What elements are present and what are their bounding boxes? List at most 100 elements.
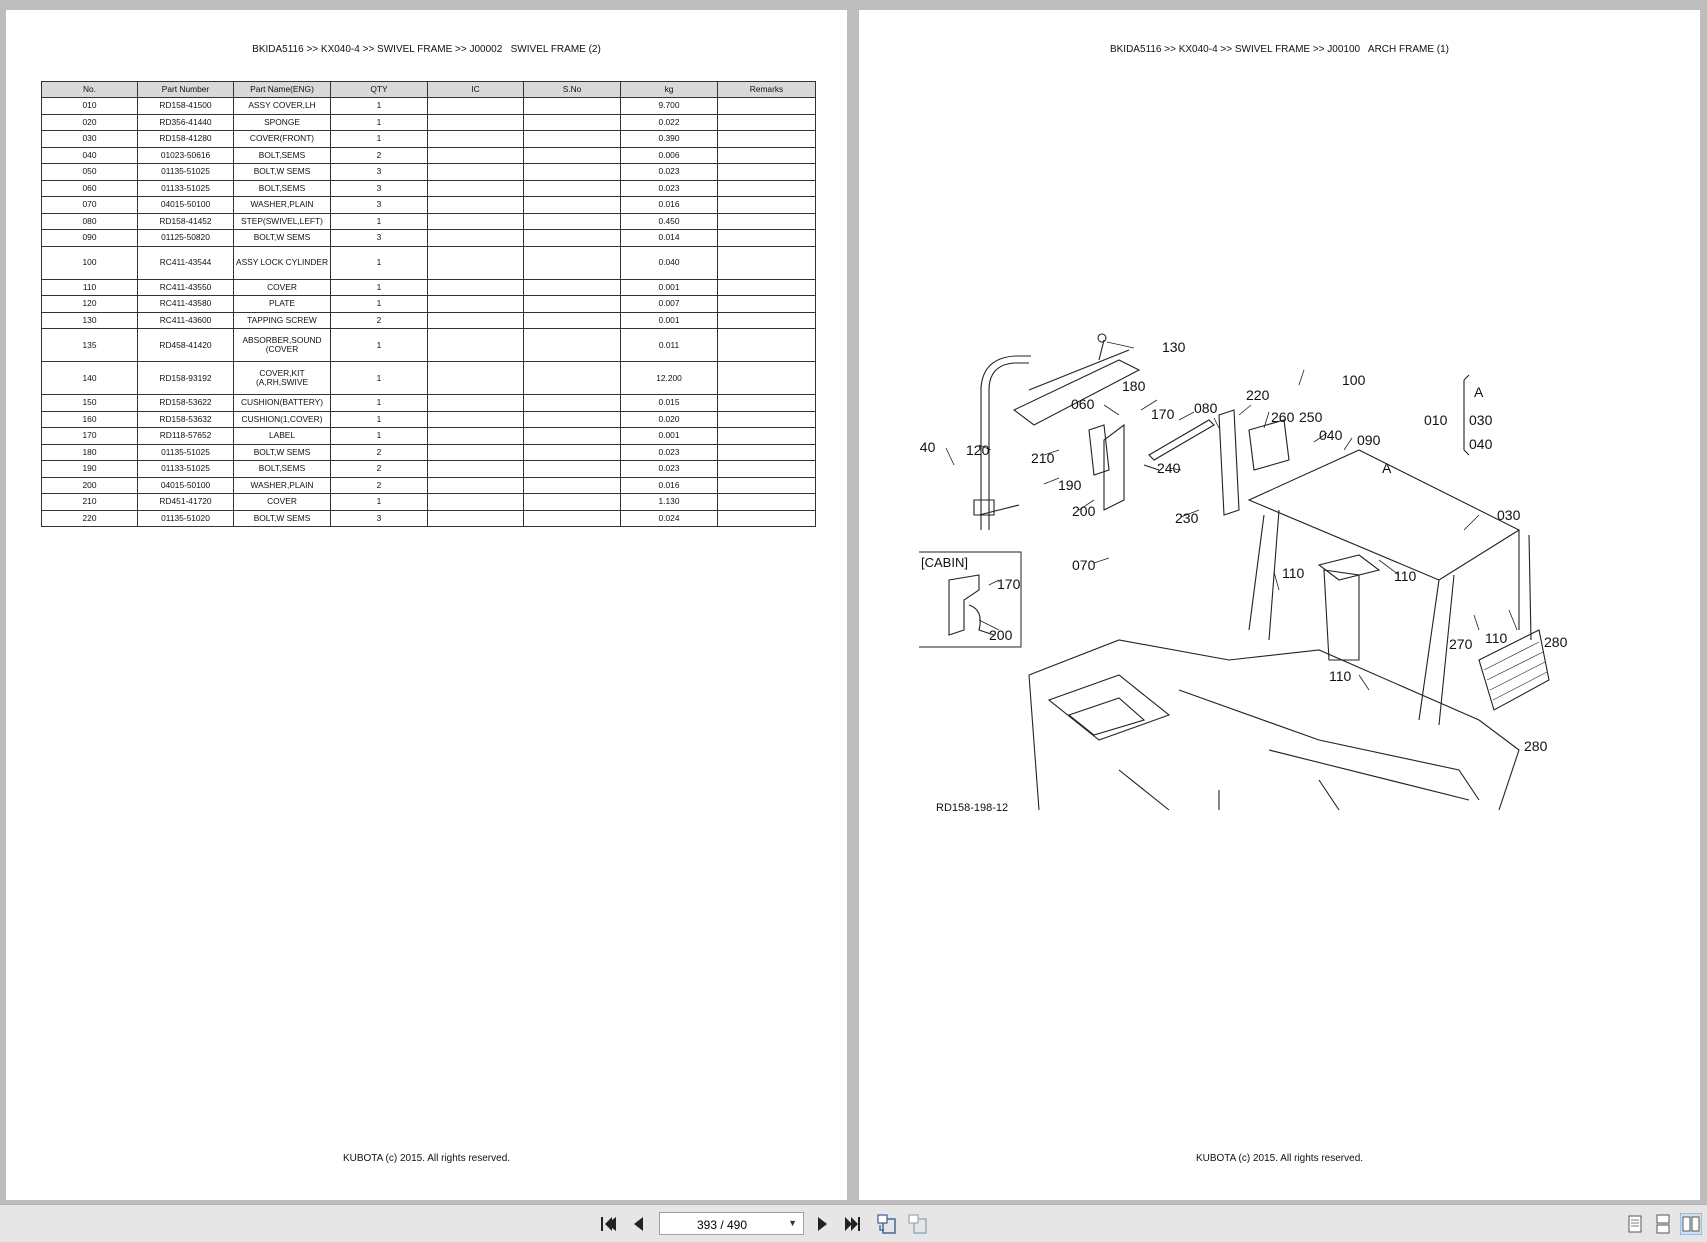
table-cell: 1 <box>330 245 428 280</box>
table-cell: 1 <box>330 97 428 115</box>
table-cell: 1 <box>330 394 428 412</box>
table-cell <box>427 443 524 461</box>
table-cell <box>523 212 621 230</box>
first-page-icon[interactable] <box>598 1213 620 1235</box>
table-cell: 1 <box>330 493 428 511</box>
single-page-view-icon[interactable] <box>1624 1213 1646 1235</box>
callout-200: 200 <box>1072 503 1096 519</box>
callout-280-a: 280 <box>1544 634 1568 650</box>
table-cell: 135 <box>41 328 138 362</box>
table-cell: 01125-50820 <box>137 229 234 247</box>
legend-a: A <box>1474 384 1484 400</box>
table-cell: 01135-51020 <box>137 509 234 527</box>
last-page-icon[interactable] <box>841 1213 863 1235</box>
table-cell: 1 <box>330 130 428 148</box>
table-cell <box>427 361 524 395</box>
next-page-icon[interactable] <box>811 1213 833 1235</box>
table-cell: BOLT,W SEMS <box>233 509 331 527</box>
callout-070: 070 <box>1072 557 1096 573</box>
table-cell <box>427 97 524 115</box>
table-cell: 010 <box>41 97 138 115</box>
table-cell <box>523 97 621 115</box>
callout-110-d: 110 <box>1329 668 1352 684</box>
table-cell: 130 <box>41 311 138 329</box>
table-cell: 0.016 <box>620 196 718 214</box>
callout-030: 030 <box>1497 507 1521 523</box>
table-cell: BOLT,SEMS <box>233 179 331 197</box>
table-cell <box>523 278 621 296</box>
table-cell: 0.001 <box>620 427 718 445</box>
table-cell <box>523 163 621 181</box>
table-cell: CUSHION(1,COVER) <box>233 410 331 428</box>
callout-230: 230 <box>1175 510 1199 526</box>
continuous-view-icon[interactable] <box>1652 1213 1674 1235</box>
table-cell: 2 <box>330 443 428 461</box>
column-header: QTY <box>330 81 428 98</box>
table-cell: 2 <box>330 146 428 164</box>
previous-page-icon[interactable] <box>628 1213 650 1235</box>
chevron-down-icon[interactable]: ▼ <box>788 1218 797 1228</box>
table-cell <box>523 493 621 511</box>
table-cell <box>427 295 524 313</box>
table-cell: 0.001 <box>620 278 718 296</box>
callout-110-a: 110 <box>1282 565 1305 581</box>
callout-090: 090 <box>1357 432 1381 448</box>
table-cell: RD451-41720 <box>137 493 234 511</box>
table-cell <box>427 328 524 362</box>
table-cell: 0.006 <box>620 146 718 164</box>
table-cell: BOLT,SEMS <box>233 146 331 164</box>
exploded-parts-diagram: 130 180 060 170 080 220 260 250 100 040 … <box>919 333 1568 814</box>
callout-250: 250 <box>1299 409 1323 425</box>
table-cell: COVER <box>233 493 331 511</box>
column-header: IC <box>427 81 524 98</box>
callout-080: 080 <box>1194 400 1218 416</box>
column-header: kg <box>620 81 718 98</box>
callout-240: 240 <box>1157 460 1181 476</box>
table-cell: 1 <box>330 410 428 428</box>
drawing-number: RD158-198-12 <box>936 802 1008 814</box>
table-cell: 0.011 <box>620 328 718 362</box>
table-cell: COVER <box>233 278 331 296</box>
fit-page-icon[interactable] <box>907 1213 929 1235</box>
table-cell <box>717 493 816 511</box>
two-page-view-icon[interactable] <box>1680 1213 1702 1235</box>
page-number-box[interactable]: ▼ <box>659 1212 804 1236</box>
callout-260: 260 <box>1271 409 1295 425</box>
page-footer-left: KUBOTA (c) 2015. All rights reserved. <box>342 1153 511 1164</box>
table-cell: 0.024 <box>620 509 718 527</box>
rotate-icon[interactable] <box>876 1213 898 1235</box>
table-cell <box>523 460 621 478</box>
table-cell: 090 <box>41 229 138 247</box>
table-cell: 0.450 <box>620 212 718 230</box>
pdf-page-left: BKIDA5116 >> KX040-4 >> SWIVEL FRAME >> … <box>6 10 847 1200</box>
table-cell: RC411-43544 <box>137 245 234 280</box>
table-cell: 160 <box>41 410 138 428</box>
table-cell <box>523 130 621 148</box>
table-cell: 12.200 <box>620 361 718 395</box>
table-cell: 04015-50100 <box>137 476 234 494</box>
table-cell: 3 <box>330 229 428 247</box>
document-viewer[interactable]: BKIDA5116 >> KX040-4 >> SWIVEL FRAME >> … <box>0 0 1707 1204</box>
table-cell: BOLT,SEMS <box>233 460 331 478</box>
table-cell <box>523 328 621 362</box>
table-cell: 0.022 <box>620 113 718 131</box>
navigation-toolbar: ▼ <box>0 1204 1707 1242</box>
table-cell: LABEL <box>233 427 331 445</box>
table-cell: BOLT,W SEMS <box>233 229 331 247</box>
table-cell <box>427 427 524 445</box>
page-number-input[interactable] <box>660 1213 784 1236</box>
table-cell: 110 <box>41 278 138 296</box>
table-cell: COVER,KIT (A,RH,SWIVE <box>233 361 331 395</box>
legend-010: 010 <box>1424 412 1448 428</box>
table-cell <box>717 196 816 214</box>
page-header-right: BKIDA5116 >> KX040-4 >> SWIVEL FRAME >> … <box>1109 44 1450 55</box>
